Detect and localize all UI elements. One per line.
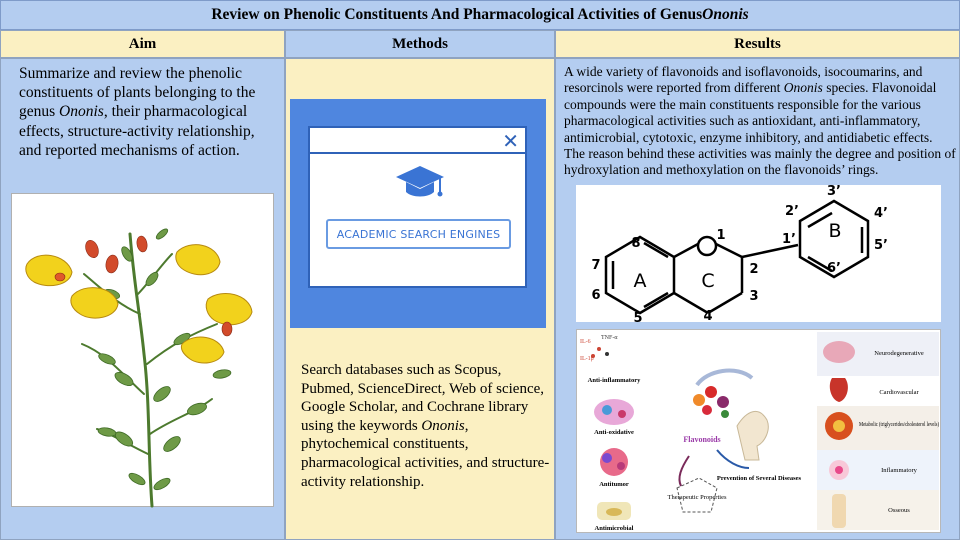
metabolic-label: Metabolic (triglycerides/cholesterol lev… — [859, 421, 939, 428]
methods-text: Search databases such as Scopus, Pubmed,… — [301, 361, 551, 491]
pos-3: 3 — [749, 289, 758, 304]
antimicrobial-label: Antimicrobial — [595, 525, 634, 532]
antitumor-label: Antitumor — [599, 481, 629, 488]
tnf-label: TNF-α — [601, 335, 618, 341]
aim-header: Aim — [0, 30, 285, 58]
therapeutic-label: Therapeutic Properties — [667, 494, 726, 501]
poster-title: Review on Phenolic Constituents And Phar… — [0, 0, 960, 30]
results-text-part2: species. Flavonoidal compounds were the … — [564, 80, 956, 178]
ring-c-label: C — [701, 270, 714, 292]
pos-2: 2 — [749, 262, 758, 277]
aim-text-part1: Summarize and review the phenolic consti… — [19, 65, 256, 121]
flavonoid-structure: A C B 1 2 3 4 5 6 7 8 1’ 2’ 3’ 4’ 5’ 6’ — [576, 184, 941, 326]
pos-4-prime: 4’ — [874, 206, 888, 221]
osseous-label: Osseous — [888, 507, 910, 514]
ring-b-label: B — [828, 220, 841, 242]
il6-label: IL-6 — [580, 339, 591, 345]
results-text: A wide variety of flavonoids and isoflav… — [564, 64, 956, 179]
methods-genus: Ononis — [421, 417, 465, 434]
cardiovascular-label: Cardiovascular — [879, 389, 919, 396]
graduation-cap-icon — [396, 166, 444, 197]
effects-diagram: IL-6 TNF-α IL-1β Anti-inflammatory Anti-… — [580, 332, 939, 532]
anti-oxidative-label: Anti-oxidative — [594, 429, 634, 436]
pos-5: 5 — [633, 311, 642, 322]
results-header: Results — [555, 30, 960, 58]
aim-text: Summarize and review the phenolic consti… — [19, 64, 277, 160]
aim-genus: Ononis — [59, 103, 104, 121]
aim-text-part2: , their pharmacological effects, structu… — [19, 103, 255, 159]
pos-1-prime: 1’ — [782, 232, 796, 247]
academic-search-engines-label: ACADEMIC SEARCH ENGINES — [326, 219, 511, 249]
therapeutic-text: Therapeutic Properties — [667, 494, 726, 501]
prevention-label: Prevention of Several Diseases — [717, 475, 802, 482]
methods-text-part1: Search databases such as Scopus, Pubmed,… — [301, 362, 545, 434]
methods-header: Methods — [285, 30, 555, 58]
pos-1: 1 — [716, 228, 725, 243]
title-genus: Ononis — [702, 6, 749, 23]
search-engines-graphic: ✕ ACADEMIC SEARCH ENGINES — [290, 99, 546, 328]
flavonoids-label: Flavonoids — [683, 435, 720, 444]
oxygen-ring-atom — [696, 235, 718, 257]
pos-7: 7 — [591, 258, 600, 273]
results-genus: Ononis — [783, 80, 823, 96]
pos-5-prime: 5’ — [874, 238, 888, 253]
neurodegenerative-label: Neurodegenerative — [874, 350, 924, 357]
pos-4: 4 — [703, 309, 712, 322]
ring-a-label: A — [634, 270, 647, 292]
anti-inflammatory-label: Anti-inflammatory — [588, 377, 641, 384]
pos-6: 6 — [591, 288, 600, 303]
methods-text-part2: , phytochemical constituents, pharmacolo… — [301, 417, 550, 490]
il1b-label: IL-1β — [580, 356, 594, 362]
ononis-plant-illustration — [11, 193, 274, 508]
window-title-bar: ✕ — [310, 128, 525, 154]
inflammatory-label: Inflammatory — [881, 467, 917, 474]
title-text: Review on Phenolic Constituents And Phar… — [211, 6, 703, 23]
flavonoid-skeleton-diagram: A C B 1 2 3 4 5 6 7 8 1’ 2’ 3’ 4’ 5’ 6’ — [591, 184, 888, 326]
plant-drawing — [25, 228, 253, 508]
search-window: ✕ ACADEMIC SEARCH ENGINES — [308, 126, 527, 288]
pos-3-prime: 3’ — [827, 185, 841, 199]
pos-2-prime: 2’ — [785, 204, 799, 219]
results-text-part1: A wide variety of flavonoids and isoflav… — [564, 64, 923, 96]
pos-6-prime: 6’ — [827, 261, 841, 276]
close-icon: ✕ — [502, 129, 519, 153]
pos-8: 8 — [631, 236, 640, 251]
flavonoid-effects-figure: IL-6 TNF-α IL-1β Anti-inflammatory Anti-… — [576, 329, 941, 533]
